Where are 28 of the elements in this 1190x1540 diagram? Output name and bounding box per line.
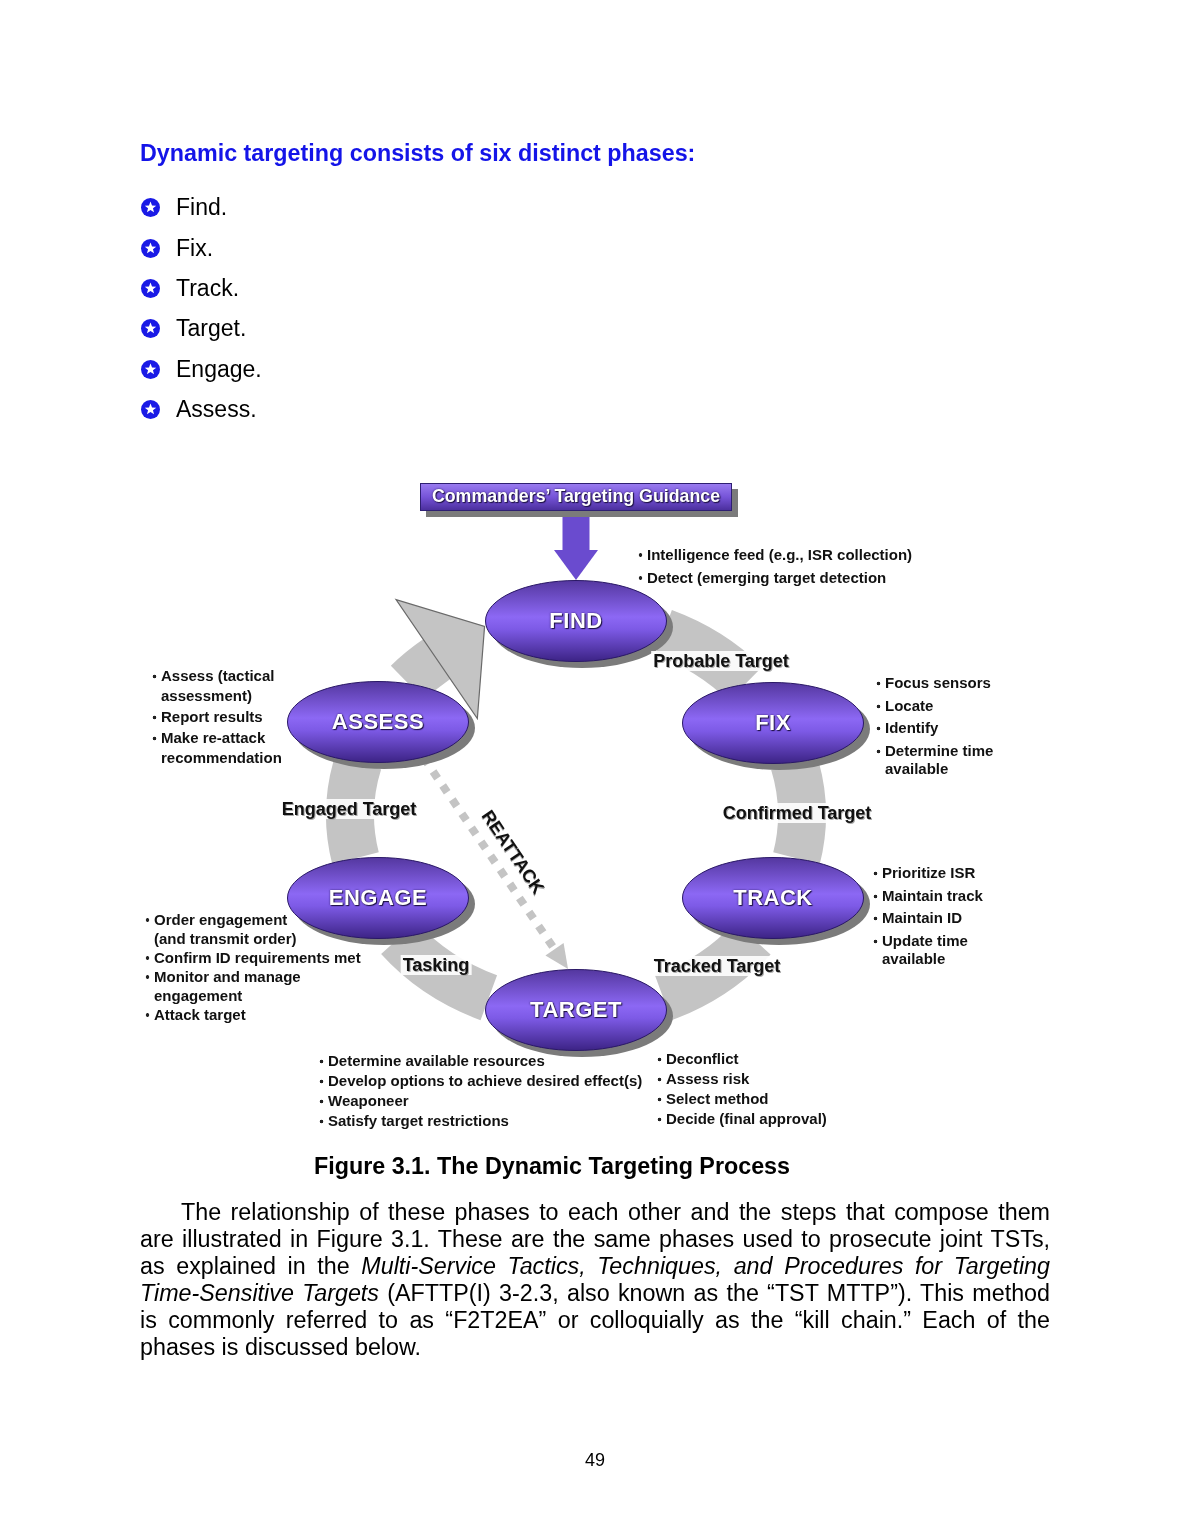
list-item-text: Find. xyxy=(176,194,228,220)
page-heading: Dynamic targeting consists of six distinct phases: xyxy=(140,140,696,167)
figure-caption: Figure 3.1. The Dynamic Targeting Process xyxy=(314,1153,790,1180)
phase-name: TARGET xyxy=(530,998,622,1022)
page-number: 49 xyxy=(585,1449,606,1471)
phase-name: ASSESS xyxy=(331,710,425,734)
list-item-text: Engage. xyxy=(176,356,262,382)
edge-label: Probable Target xyxy=(651,651,791,671)
phase-name: ENGAGE xyxy=(328,886,428,910)
phase-name: TRACK xyxy=(733,886,813,910)
edge-label: Confirmed Target xyxy=(720,803,874,823)
guidance-banner xyxy=(420,483,738,517)
phase-name: FIX xyxy=(755,711,791,735)
edge-label: Tasking xyxy=(400,955,472,975)
list-item-text: Target. xyxy=(176,315,247,341)
edge-label: Engaged Target xyxy=(279,799,419,819)
phase-ellipse xyxy=(682,682,870,770)
body-paragraph: The relationship of these phases to each other and the steps that compose them are illustrated in Figure 3.1. These are the same phases used to prosecute joint TSTs, as explained in the Multi-Service Tactics, Techniques, and Procedures for Targeting Time-Sensitive Targets (AFTTP(I) 3-2.3, also known as the “TST MTTP”). This method is commonly referred to as “F2T2EA” or colloquially as the “kill chain.” Each of the phases is discussed below. xyxy=(140,1199,1050,1361)
phase-ellipse xyxy=(287,681,475,769)
list-item-text: Track. xyxy=(176,275,240,301)
phase-task-text: Identify xyxy=(876,719,939,737)
list-item-text: Fix. xyxy=(176,235,214,261)
list-item-text: Assess. xyxy=(176,396,257,422)
edge-label: Tracked Target xyxy=(651,956,783,976)
banner-title: Commanders’ Targeting Guidance xyxy=(431,487,721,507)
phase-name: FIND xyxy=(549,609,603,633)
phase-ellipse xyxy=(682,857,870,945)
curved-arrow xyxy=(391,599,485,719)
